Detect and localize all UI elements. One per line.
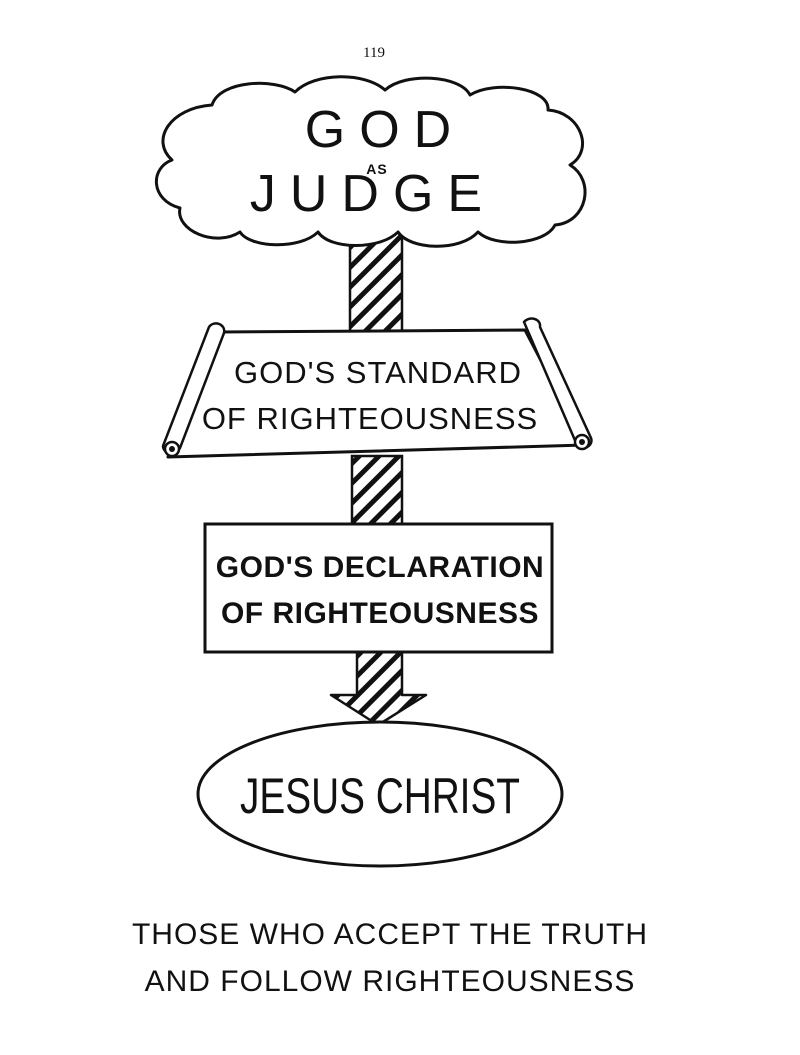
declaration-box: GOD'S DECLARATION OF RIGHTEOUSNESS	[203, 522, 554, 654]
scroll-body	[166, 328, 587, 459]
jesus-christ-oval: JESUS CHRIST	[196, 720, 564, 868]
scroll-line-1: GOD'S STANDARD	[234, 355, 522, 390]
declaration-line-2: OF RIGHTEOUSNESS	[221, 597, 539, 630]
scroll-sign: GOD'S STANDARD OF RIGHTEOUSNESS	[161, 317, 593, 459]
oval-label: JESUS CHRIST	[240, 768, 520, 824]
declaration-box-frame	[203, 522, 554, 654]
cloud-title-god: GOD	[305, 101, 465, 159]
cloud: GOD AS JUDGE	[155, 75, 587, 248]
scroll-left-curl-center	[169, 446, 175, 452]
declaration-line-1: GOD'S DECLARATION	[216, 551, 544, 584]
scroll-line-2: OF RIGHTEOUSNESS	[202, 401, 538, 436]
caption-line-2: AND FOLLOW RIGHTEOUSNESS	[145, 965, 636, 998]
cloud-title-judge: JUDGE	[250, 165, 496, 223]
pole-arrow	[329, 648, 428, 727]
cloud-subtitle-as: AS	[366, 161, 387, 177]
pole-segment-middle	[350, 454, 404, 530]
caption-line-1: THOSE WHO ACCEPT THE TRUTH	[132, 918, 648, 951]
page-number: 119	[363, 45, 385, 61]
cloud-shape	[155, 75, 587, 248]
scroll-right-curl-center	[579, 439, 585, 445]
oval-shape	[196, 720, 564, 868]
